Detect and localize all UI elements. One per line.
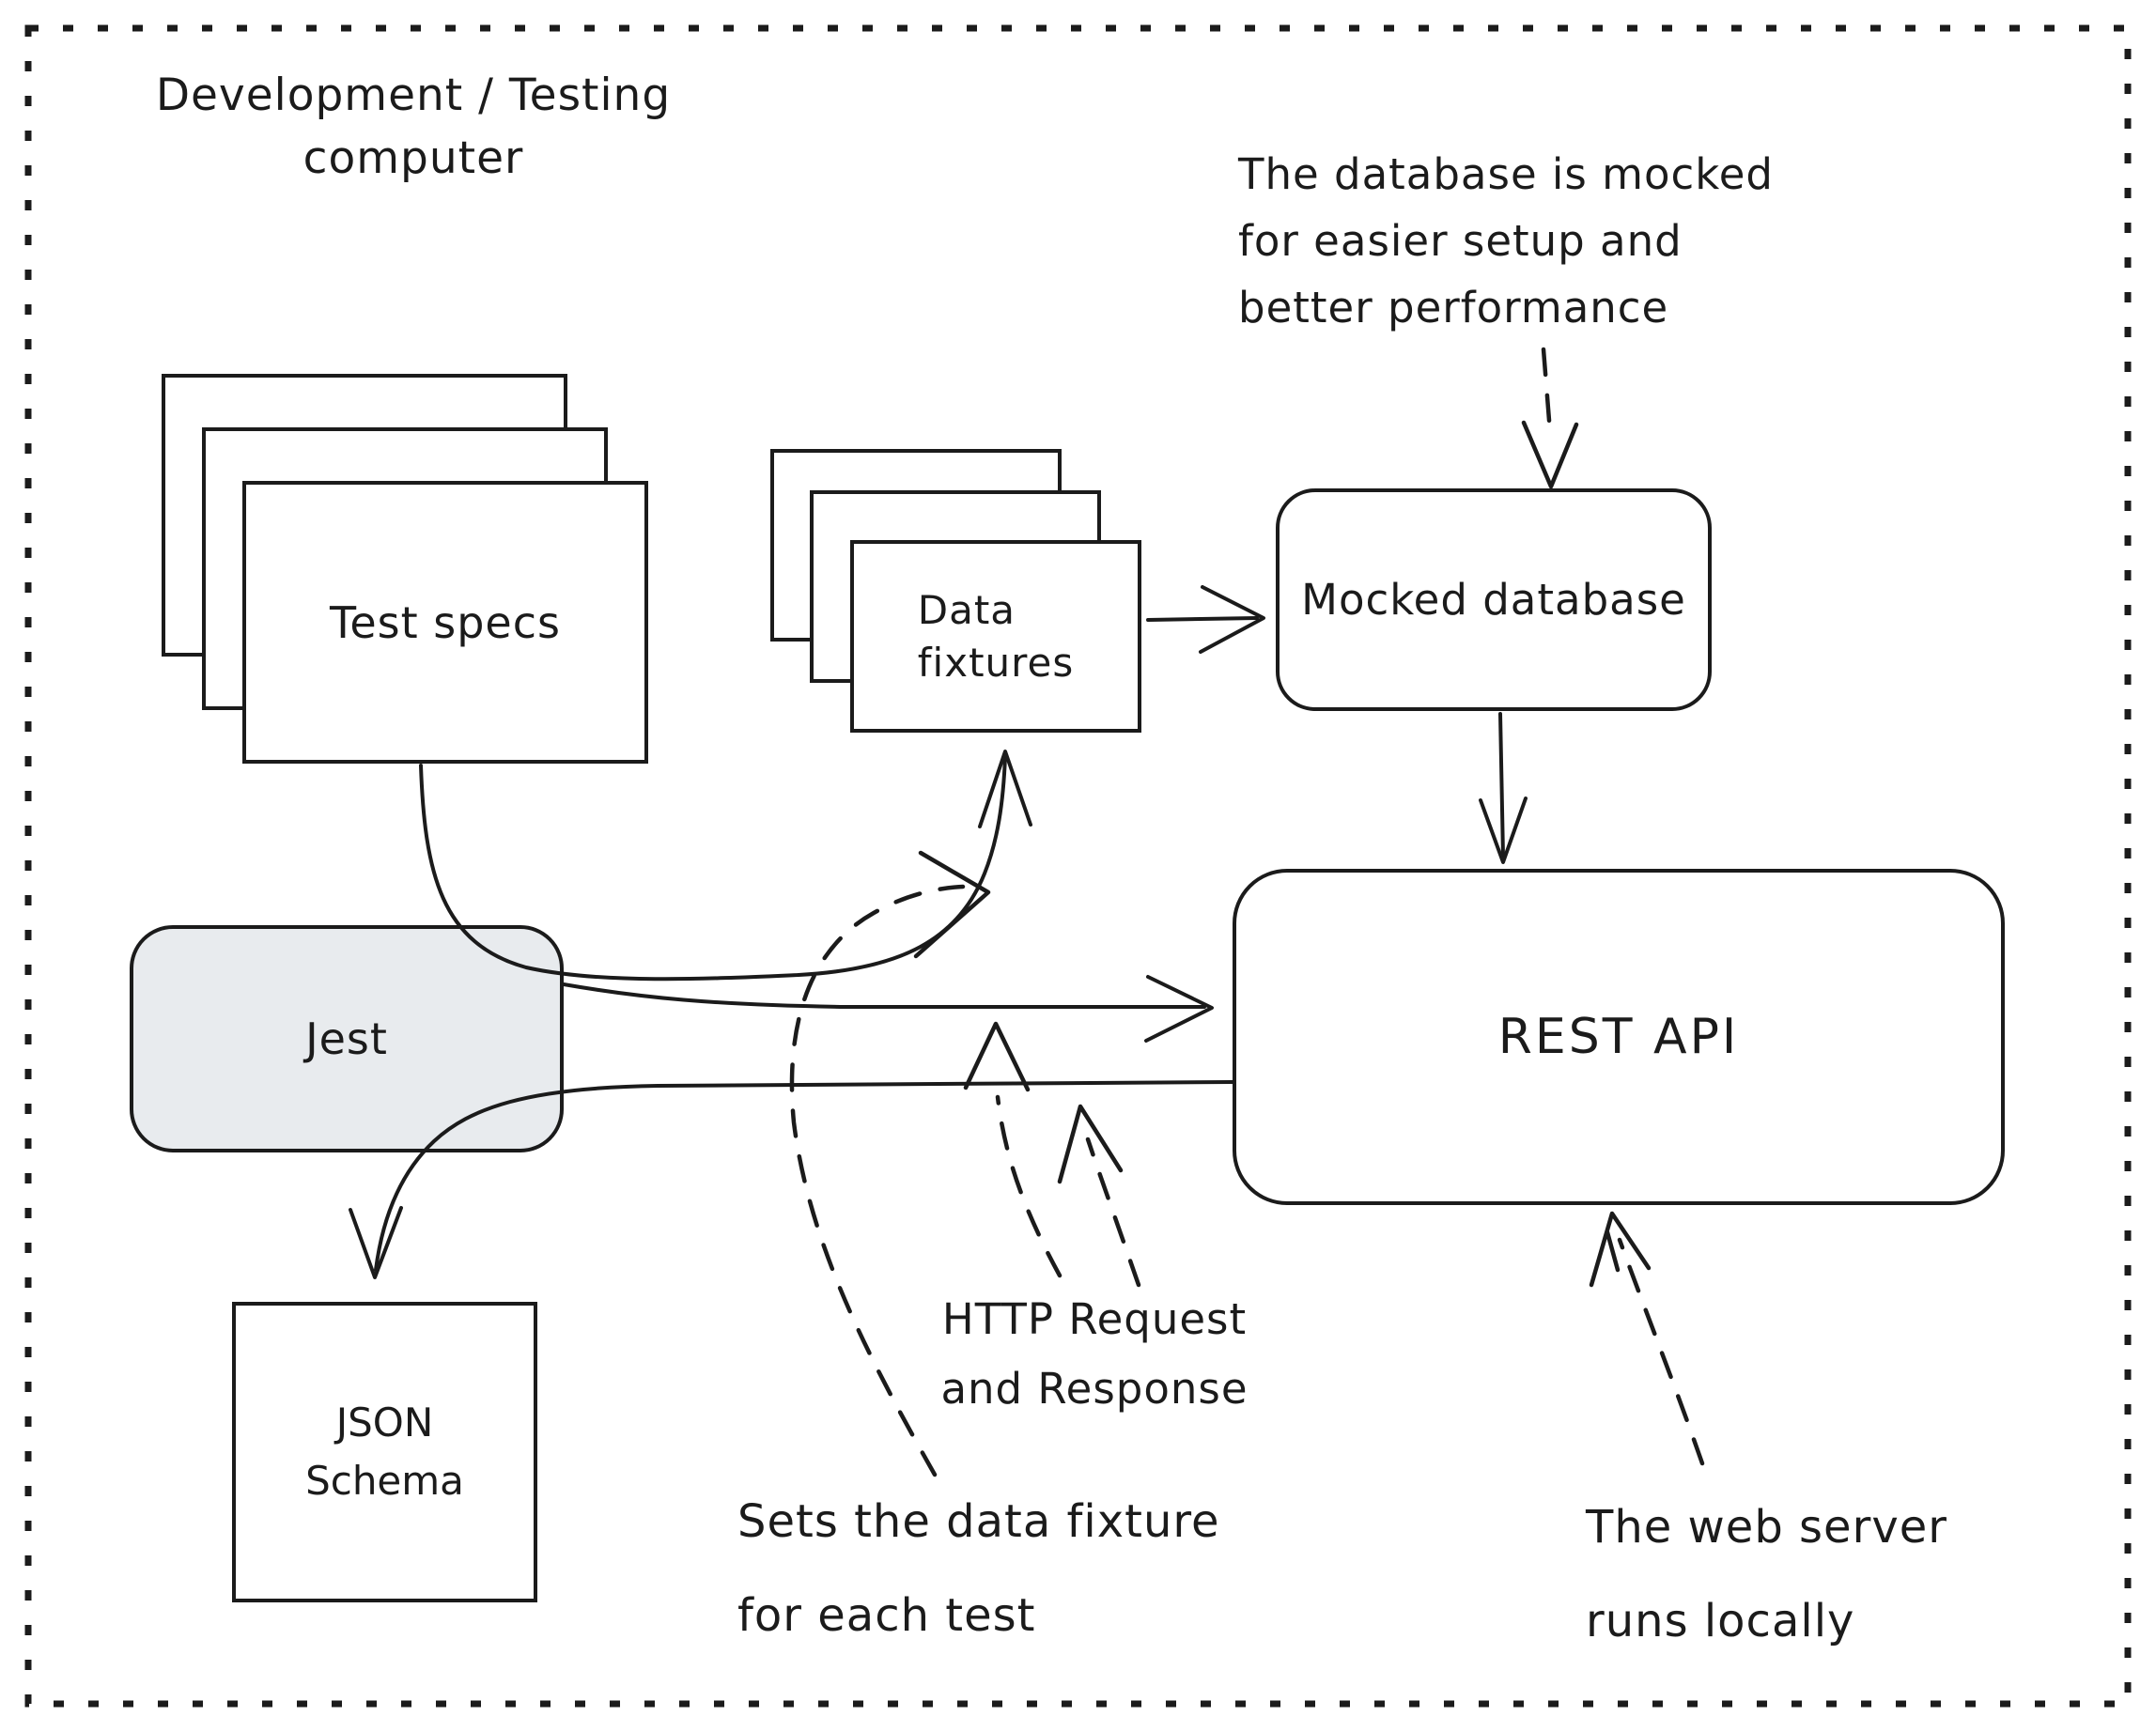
title-line-1: Development / Testing [155,70,672,121]
test-specs-node: Test specs [242,481,648,764]
dashed-db-note-to-mocked-db [1541,347,1553,435]
arrow-mocked-db-to-rest-api [1498,712,1505,858]
dashed-head-web-server [1589,1211,1652,1288]
arrow-head-data-fixtures [978,750,1032,828]
diagram-title: Development / Testing computer [103,64,723,190]
dashed-http-to-request-arrow [995,1094,1062,1278]
jest-label: Jest [305,1013,388,1064]
dashed-head-mocked-db [1521,420,1579,489]
arrow-data-fixtures-to-mocked-db [1146,616,1259,622]
test-specs-label: Test specs [330,596,561,648]
arrow-jest-to-rest-api [562,982,1206,1009]
arrow-head-rest-api-left [1144,975,1214,1043]
arrow-head-rest-api-top [1479,796,1528,864]
rest-api-label: REST API [1497,1009,1740,1065]
dashed-head-request [963,1021,1031,1092]
rest-api-node: REST API [1233,869,2005,1205]
arrow-head-json-schema [349,1206,403,1279]
title-line-2: computer [302,132,524,184]
jest-node: Jest [130,925,564,1152]
mocked-database-label: Mocked database [1301,575,1686,625]
arrow-head-mocked-db-left [1199,585,1265,654]
mocked-database-node: Mocked database [1276,488,1712,711]
dashed-http-to-response-arrow [1085,1137,1141,1288]
dashed-head-fixture-note [913,850,991,959]
dashed-web-server-to-rest-api [1617,1237,1705,1466]
dashed-head-response [1057,1104,1124,1184]
